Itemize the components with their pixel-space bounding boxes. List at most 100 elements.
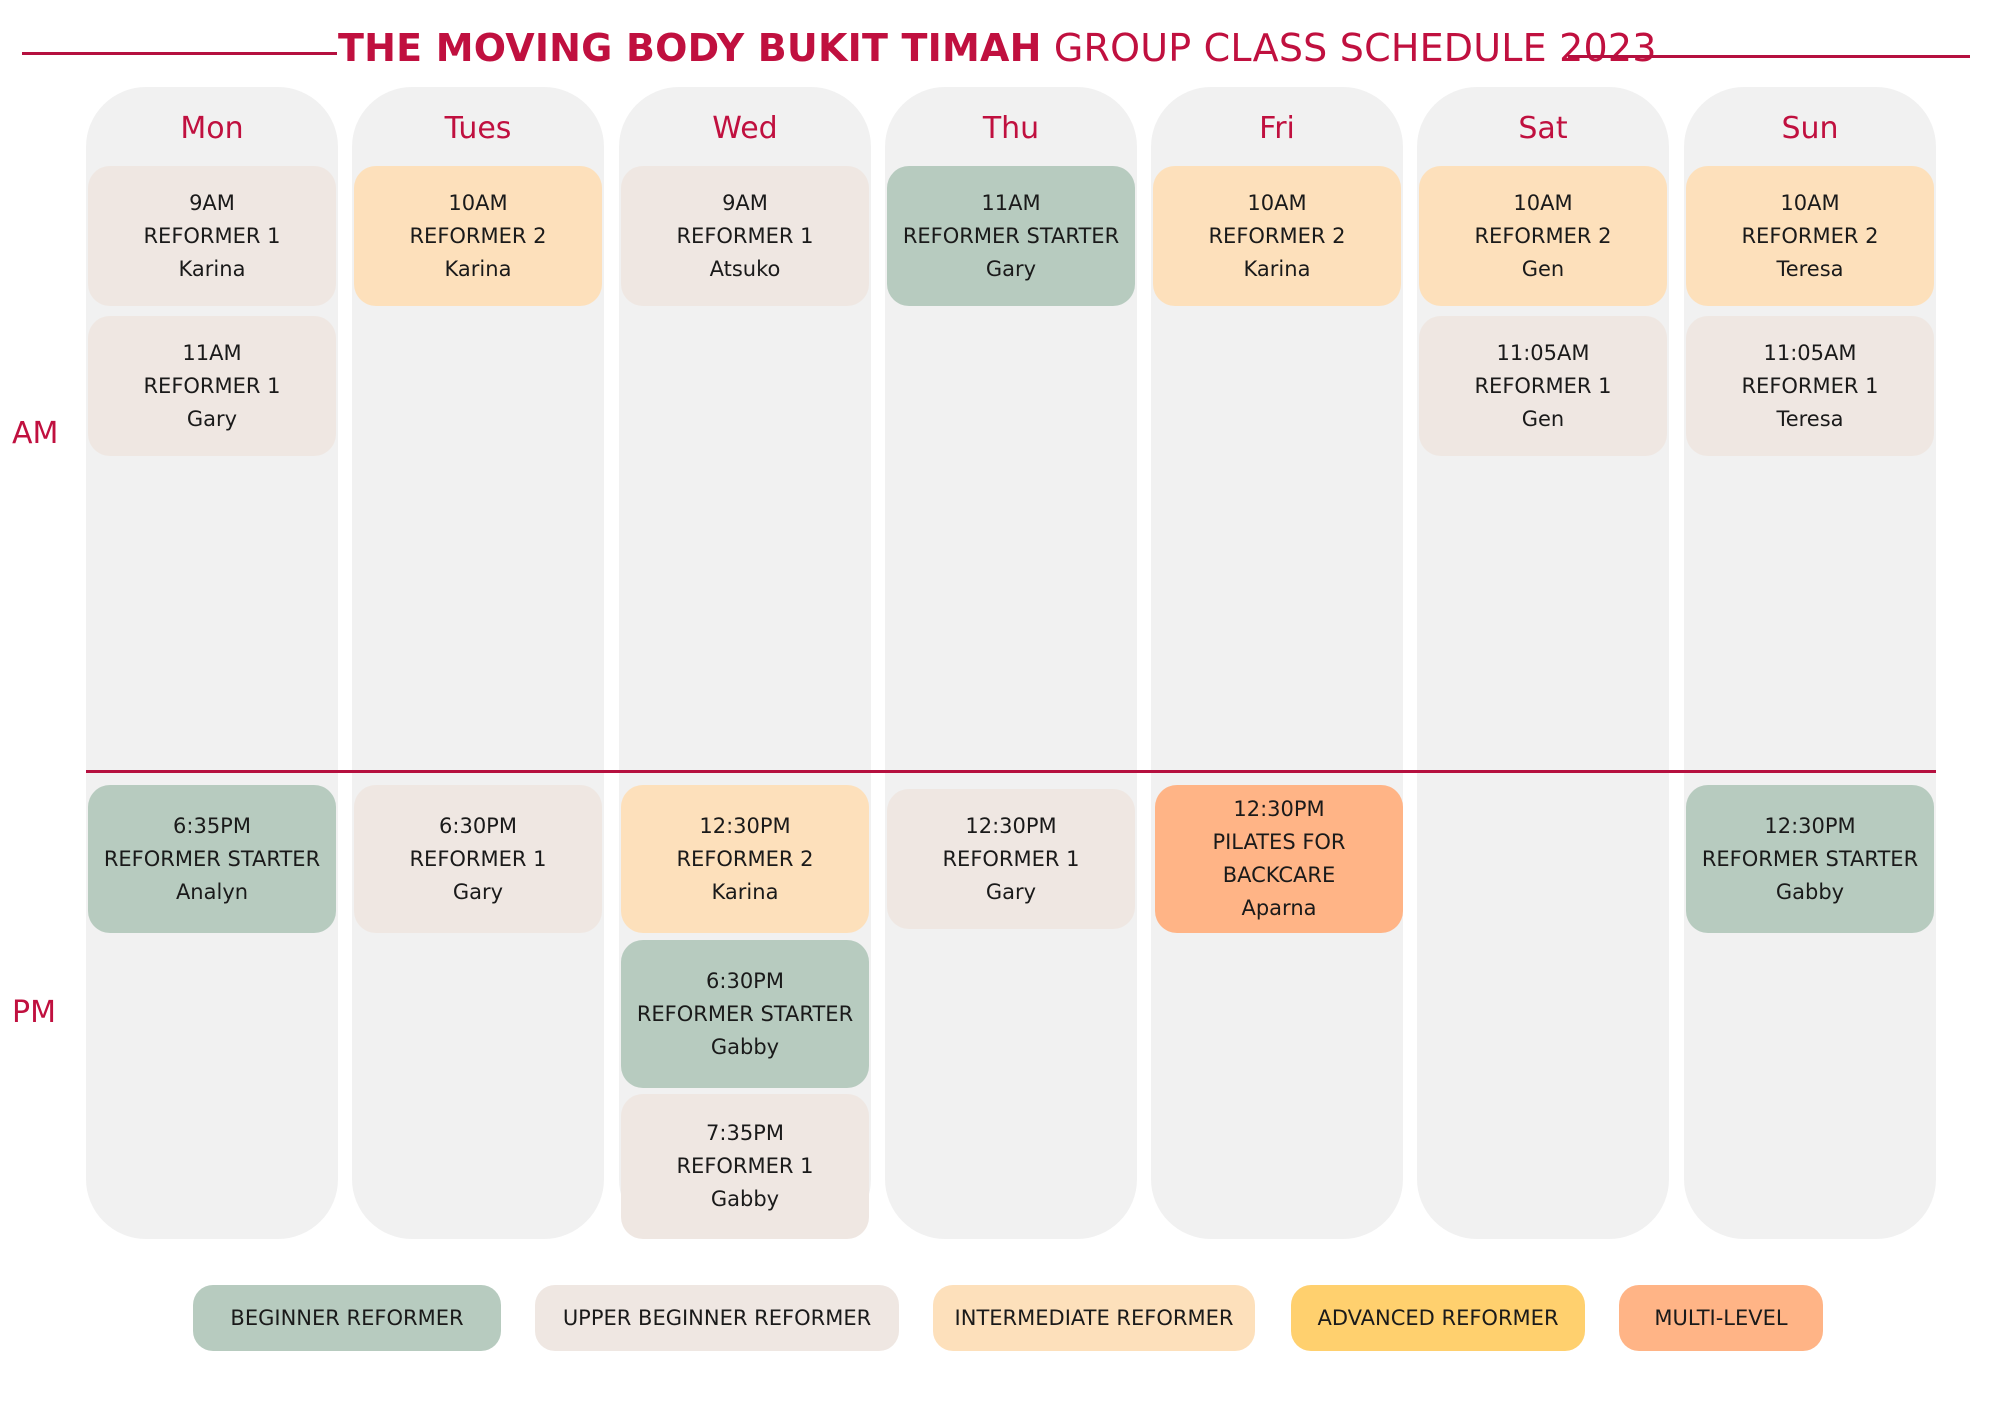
class-card[interactable]: 11:05AM REFORMER 1 Gen (1419, 316, 1667, 456)
class-time: 12:30PM (1233, 797, 1325, 821)
legend-intermediate: INTERMEDIATE REFORMER (933, 1285, 1255, 1351)
class-time: 10AM (448, 190, 508, 215)
class-time: 7:35PM (706, 1121, 784, 1145)
class-instructor: Atsuko (709, 256, 781, 281)
legend-multi-level: MULTI-LEVEL (1619, 1285, 1823, 1351)
title-studio: THE MOVING BODY BUKIT TIMAH (338, 26, 1042, 70)
legend-advanced: ADVANCED REFORMER (1291, 1285, 1585, 1351)
class-time: 11AM (182, 340, 242, 365)
class-name: REFORMER 1 (676, 1154, 814, 1178)
class-card[interactable]: 6:30PM REFORMER STARTER Gabby (621, 940, 869, 1088)
day-header: Wed (712, 111, 778, 146)
class-time: 9AM (722, 190, 768, 215)
class-card[interactable]: 12:30PM REFORMER 2 Karina (621, 785, 869, 933)
class-time: 6:35PM (173, 813, 251, 838)
class-card[interactable]: 11AM REFORMER 1 Gary (88, 316, 336, 456)
class-instructor: Karina (1243, 256, 1311, 281)
class-name: REFORMER 2 (409, 223, 547, 248)
class-time: 11:05AM (1763, 340, 1857, 365)
class-time: 12:30PM (699, 813, 791, 838)
class-instructor: Karina (711, 879, 779, 904)
class-instructor: Gabby (710, 1187, 780, 1211)
class-instructor: Gen (1521, 256, 1565, 281)
class-name: PILATES FOR (1212, 830, 1346, 854)
page-title: THE MOVING BODY BUKIT TIMAH GROUP CLASS … (338, 26, 1656, 70)
class-time: 12:30PM (965, 813, 1057, 838)
day-header: Tues (444, 111, 512, 146)
title-rest: GROUP CLASS SCHEDULE 2023 (1041, 26, 1657, 70)
class-card[interactable]: 11AM REFORMER STARTER Gary (887, 166, 1135, 306)
header-rule-left (22, 52, 337, 55)
class-time: 10AM (1513, 190, 1573, 215)
day-column-mon: Mon 9AM REFORMER 1 Karina 11AM REFORMER … (86, 87, 338, 1239)
class-name: REFORMER 1 (942, 846, 1080, 871)
class-card[interactable]: 9AM REFORMER 1 Karina (88, 166, 336, 306)
day-header: Fri (1259, 111, 1295, 146)
class-card[interactable]: 6:35PM REFORMER STARTER Analyn (88, 785, 336, 933)
legend-upper-beginner: UPPER BEGINNER REFORMER (535, 1285, 899, 1351)
class-name: REFORMER STARTER (1701, 846, 1919, 871)
class-card[interactable]: 10AM REFORMER 2 Gen (1419, 166, 1667, 306)
class-time: 10AM (1247, 190, 1307, 215)
pm-label: PM (12, 995, 56, 1030)
class-card[interactable]: 10AM REFORMER 2 Teresa (1686, 166, 1934, 306)
class-instructor: Teresa (1776, 406, 1844, 431)
class-instructor: Analyn (175, 879, 249, 904)
class-name: REFORMER 2 (676, 846, 814, 871)
day-column-fri: Fri 10AM REFORMER 2 Karina 12:30PM PILAT… (1151, 87, 1403, 1239)
class-instructor: Gary (985, 256, 1037, 281)
class-name: REFORMER 2 (1208, 223, 1346, 248)
legend-beginner: BEGINNER REFORMER (193, 1285, 501, 1351)
day-column-thu: Thu 11AM REFORMER STARTER Gary 12:30PM R… (885, 87, 1137, 1239)
class-name: REFORMER 1 (1474, 373, 1612, 398)
class-card[interactable]: 10AM REFORMER 2 Karina (1153, 166, 1401, 306)
class-instructor: Aparna (1241, 896, 1317, 920)
class-time: 6:30PM (706, 968, 784, 993)
class-instructor: Karina (444, 256, 512, 281)
class-name: REFORMER 2 (1741, 223, 1879, 248)
day-header: Mon (180, 111, 244, 146)
am-pm-divider (86, 770, 1936, 773)
day-header: Thu (982, 111, 1040, 146)
class-instructor: Gabby (1775, 879, 1845, 904)
class-name: REFORMER 1 (143, 373, 281, 398)
class-instructor: Gary (985, 879, 1037, 904)
class-card[interactable]: 12:30PM PILATES FOR BACKCARE Aparna (1155, 785, 1403, 933)
class-name: REFORMER STARTER (636, 1001, 854, 1026)
class-card[interactable]: 11:05AM REFORMER 1 Teresa (1686, 316, 1934, 456)
class-name: REFORMER STARTER (103, 846, 321, 871)
class-card[interactable]: 10AM REFORMER 2 Karina (354, 166, 602, 306)
class-card[interactable]: 9AM REFORMER 1 Atsuko (621, 166, 869, 306)
class-instructor: Gabby (710, 1034, 780, 1059)
class-name: REFORMER 1 (1741, 373, 1879, 398)
class-card[interactable]: 12:30PM REFORMER STARTER Gabby (1686, 785, 1934, 933)
class-name: REFORMER 1 (676, 223, 814, 248)
header: THE MOVING BODY BUKIT TIMAH GROUP CLASS … (0, 22, 2000, 78)
class-instructor: Gary (186, 406, 238, 431)
am-label: AM (12, 416, 59, 451)
class-time: 11:05AM (1496, 340, 1590, 365)
class-time: 11AM (981, 190, 1041, 215)
class-name: REFORMER STARTER (902, 223, 1120, 248)
day-header: Sun (1781, 111, 1839, 146)
day-header: Sat (1518, 111, 1568, 146)
class-name: REFORMER 2 (1474, 223, 1612, 248)
class-name: REFORMER 1 (409, 846, 547, 871)
class-card[interactable]: 12:30PM REFORMER 1 Gary (887, 789, 1135, 929)
class-name: BACKCARE (1222, 863, 1336, 887)
class-instructor: Gary (452, 879, 504, 904)
class-time: 6:30PM (439, 813, 517, 838)
class-time: 10AM (1780, 190, 1840, 215)
day-column-sat: Sat 10AM REFORMER 2 Gen 11:05AM REFORMER… (1417, 87, 1669, 1239)
day-column-tues: Tues 10AM REFORMER 2 Karina 6:30PM REFOR… (352, 87, 604, 1239)
class-card[interactable]: 6:30PM REFORMER 1 Gary (354, 785, 602, 933)
class-time: 9AM (189, 190, 235, 215)
class-name: REFORMER 1 (143, 223, 281, 248)
day-column-wed: Wed 9AM REFORMER 1 Atsuko 12:30PM REFORM… (619, 87, 871, 1239)
class-instructor: Gen (1521, 406, 1565, 431)
class-instructor: Karina (178, 256, 246, 281)
header-rule-right (1568, 55, 1970, 58)
class-card[interactable]: 7:35PM REFORMER 1 Gabby (621, 1094, 869, 1239)
class-time: 12:30PM (1764, 813, 1856, 838)
class-instructor: Teresa (1776, 256, 1844, 281)
